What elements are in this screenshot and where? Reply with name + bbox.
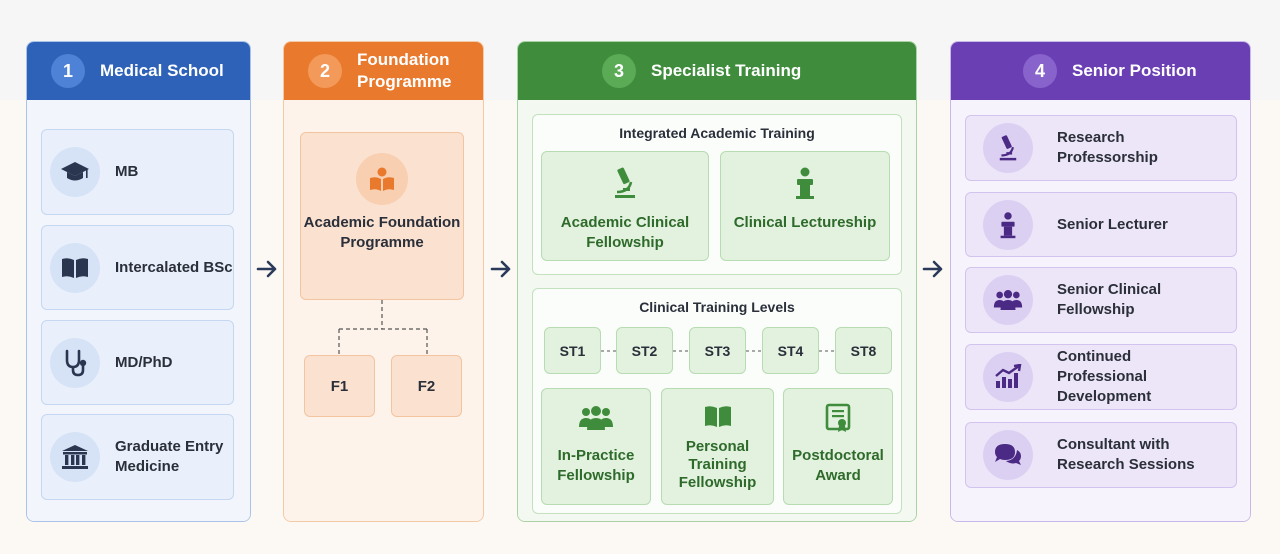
group-title: Integrated Academic Training — [619, 125, 815, 141]
arrow-right-icon — [922, 260, 943, 278]
group-title: Clinical Training Levels — [639, 299, 795, 315]
stage-foundation-programme: 2 Foundation Programme Academic Foundati… — [283, 41, 484, 522]
book-icon — [50, 242, 100, 293]
stage-header: 2 Foundation Programme — [284, 42, 483, 100]
group-clinical-training-levels: Clinical Training Levels ST1 ST2 ST3 ST4… — [532, 288, 902, 514]
level-st1: ST1 — [544, 327, 601, 374]
card-label: Academic Clinical Fellowship — [560, 214, 690, 251]
card-label: Academic Foundation Programme — [303, 214, 461, 251]
graduation-cap-icon — [50, 147, 100, 197]
microscope-icon — [983, 123, 1033, 173]
group-integrated-academic-training: Integrated Academic Training Academic Cl… — [532, 114, 902, 275]
card-label: Graduate Entry Medicine — [115, 438, 224, 475]
card-continued-professional-development: Continued Professional Development — [965, 344, 1237, 410]
card-senior-lecturer: Senior Lecturer — [965, 192, 1237, 257]
card-research-professorship: Research Professorship — [965, 115, 1237, 181]
stage-header: 4 Senior Position — [951, 42, 1250, 100]
arrow-right-icon — [256, 260, 277, 278]
institution-icon — [50, 432, 100, 482]
certificate-icon — [784, 403, 892, 438]
group-icon — [983, 275, 1033, 325]
year-f1: F1 — [304, 355, 375, 417]
stage-title: Medical School — [100, 61, 224, 80]
level-st4: ST4 — [762, 327, 819, 374]
card-label: Intercalated BSc — [115, 258, 233, 276]
card-label: Consultant with Research Sessions — [1057, 436, 1195, 473]
card-academic-foundation-programme: Academic Foundation Programme — [300, 132, 464, 300]
card-graduate-entry: Graduate Entry Medicine — [41, 414, 234, 500]
stage-number: 4 — [1023, 54, 1057, 88]
card-label: Senior Clinical Fellowship — [1057, 281, 1162, 318]
stage-medical-school: 1 Medical School MB Intercalated BSc MD/… — [26, 41, 251, 522]
year-f2: F2 — [391, 355, 462, 417]
stage-specialist-training: 3 Specialist Training Integrated Academi… — [517, 41, 917, 522]
card-senior-clinical-fellowship: Senior Clinical Fellowship — [965, 267, 1237, 333]
card-mb: MB — [41, 129, 234, 215]
stage-senior-position: 4 Senior Position Research Professorship… — [950, 41, 1251, 522]
card-label: Postdoctoral Award — [792, 447, 884, 484]
stethoscope-icon — [50, 337, 100, 388]
growth-chart-icon — [983, 352, 1033, 402]
group-icon — [542, 405, 650, 436]
card-intercalated-bsc: Intercalated BSc — [41, 225, 234, 310]
stage-title: Senior Position — [1072, 61, 1197, 80]
card-label: Continued Professional Development — [1057, 348, 1152, 405]
stage-header: 1 Medical School — [27, 42, 250, 100]
card-postdoctoral-award: Postdoctoral Award — [783, 388, 893, 505]
card-label: Senior Lecturer — [1057, 215, 1168, 233]
card-label: Research Professorship — [1057, 129, 1158, 166]
stage-title: Foundation Programme — [357, 50, 452, 91]
level-st8: ST8 — [835, 327, 892, 374]
card-academic-clinical-fellowship: Academic Clinical Fellowship — [541, 151, 709, 261]
level-st2: ST2 — [616, 327, 673, 374]
lectern-icon — [721, 166, 889, 205]
card-label: MB — [115, 163, 139, 180]
stage-number: 2 — [308, 54, 342, 88]
microscope-icon — [542, 166, 708, 205]
lecturer-icon — [983, 199, 1033, 250]
arrow-right-icon — [490, 260, 511, 278]
connector-lines — [338, 300, 428, 355]
card-md-phd: MD/PhD — [41, 320, 234, 405]
stage-number: 1 — [51, 54, 85, 88]
level-connectors — [601, 350, 835, 352]
card-in-practice-fellowship: In-Practice Fellowship — [541, 388, 651, 505]
stage-header: 3 Specialist Training — [518, 42, 916, 100]
card-clinical-lectureship: Clinical Lectureship — [720, 151, 890, 261]
stage-number: 3 — [602, 54, 636, 88]
card-label: Personal Training Fellowship — [678, 438, 757, 491]
card-label: Clinical Lectureship — [733, 214, 877, 231]
card-consultant-research-sessions: Consultant with Research Sessions — [965, 422, 1237, 488]
stage-title: Specialist Training — [651, 61, 802, 80]
card-personal-training-fellowship: Personal Training Fellowship — [661, 388, 774, 505]
level-st3: ST3 — [689, 327, 746, 374]
reader-icon — [356, 153, 408, 205]
chat-icon — [983, 430, 1033, 480]
book-icon — [662, 405, 773, 434]
card-label: In-Practice Fellowship — [557, 447, 635, 484]
card-label: MD/PhD — [115, 353, 173, 371]
